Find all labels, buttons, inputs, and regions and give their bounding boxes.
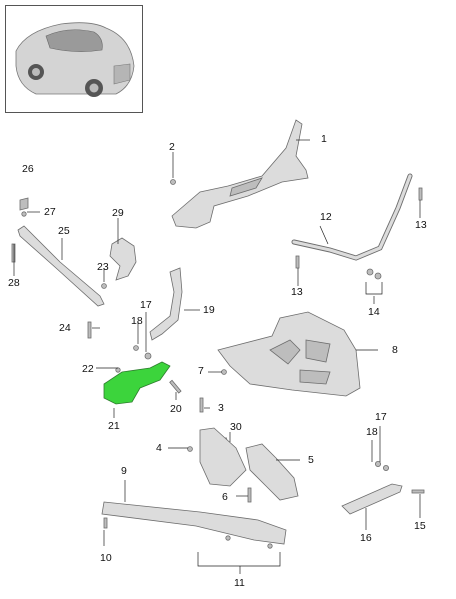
callout-17-right: 17	[375, 411, 387, 423]
part-29-bracket	[109, 237, 137, 281]
callout-27: 27	[44, 206, 56, 218]
vehicle-thumbnail	[5, 5, 143, 113]
callout-8: 8	[392, 344, 398, 356]
callout-21: 21	[108, 420, 120, 432]
callout-28: 28	[8, 277, 20, 289]
part-21-control-arm	[103, 361, 171, 405]
callout-25: 25	[58, 225, 70, 237]
callout-4: 4	[156, 442, 162, 454]
part-25-strut	[17, 225, 105, 307]
callout-23: 23	[97, 261, 109, 273]
callout-12: 12	[320, 211, 332, 223]
part-19-sensor	[149, 267, 183, 341]
callout-19: 19	[203, 304, 215, 316]
car-illustration	[15, 22, 135, 97]
callout-14: 14	[368, 306, 380, 318]
callout-13-left: 13	[291, 286, 303, 298]
callout-29: 29	[112, 207, 124, 219]
callout-26: 26	[22, 163, 34, 175]
leader-lines	[13, 139, 421, 574]
callout-13-right: 13	[415, 219, 427, 231]
callout-11: 11	[234, 577, 245, 589]
callout-1: 1	[321, 133, 327, 145]
callout-18-left: 18	[131, 315, 143, 327]
callout-22: 22	[82, 363, 94, 375]
callout-6: 6	[222, 491, 228, 503]
callout-30: 30	[230, 421, 242, 433]
callout-10: 10	[100, 552, 112, 564]
part-1-crossmember	[171, 119, 309, 229]
callout-24: 24	[59, 322, 71, 334]
callout-15: 15	[414, 520, 426, 532]
callout-18-right: 18	[366, 426, 378, 438]
callout-7: 7	[198, 365, 204, 377]
callout-9: 9	[121, 465, 127, 477]
callout-5: 5	[308, 454, 314, 466]
callout-17-left: 17	[140, 299, 152, 311]
part-16-toe-link	[341, 483, 403, 515]
part-5-carrier	[199, 427, 247, 487]
callout-20: 20	[170, 403, 182, 415]
part-9-crossmember	[101, 501, 287, 545]
callout-16: 16	[360, 532, 372, 544]
callout-2: 2	[169, 141, 175, 153]
callout-3: 3	[218, 402, 224, 414]
